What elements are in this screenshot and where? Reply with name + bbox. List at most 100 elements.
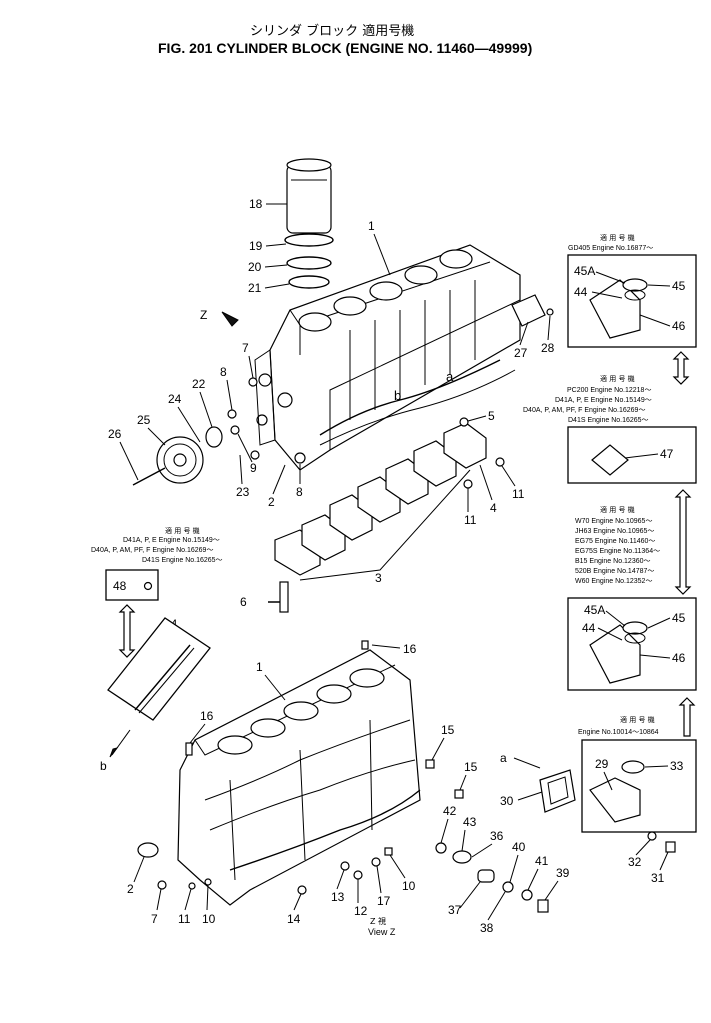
callout-19: 19 bbox=[249, 239, 263, 253]
callout-43: 43 bbox=[463, 815, 477, 829]
callout-30: 30 bbox=[500, 794, 514, 808]
view-z-english: View Z bbox=[368, 927, 396, 937]
title-english: FIG. 201 CYLINDER BLOCK (ENGINE NO. 1146… bbox=[158, 40, 532, 56]
rb2-row-4: D41S Engine No.16265～ bbox=[568, 417, 649, 424]
callout-21: 21 bbox=[248, 281, 262, 295]
callout-10-lower-b: 10 bbox=[402, 879, 416, 893]
left-box-row-3: D41S Engine No.16265～ bbox=[142, 557, 223, 564]
callout-18: 18 bbox=[249, 197, 263, 211]
callout-36: 36 bbox=[490, 829, 504, 843]
callout-7-lower: 7 bbox=[151, 912, 158, 926]
callout-1-lower: 1 bbox=[256, 660, 263, 674]
callout-12: 12 bbox=[354, 904, 368, 918]
callout-2-lower: 2 bbox=[127, 882, 134, 896]
callout-11-lower: 11 bbox=[178, 912, 191, 926]
rb2-heading: 適 用 号 機 bbox=[600, 374, 635, 383]
rb1-part-45: 45 bbox=[672, 279, 686, 293]
callout-11-upper-b: 11 bbox=[464, 513, 477, 527]
rb1-part-45a: 45A bbox=[574, 264, 595, 278]
callout-38: 38 bbox=[480, 921, 494, 935]
callout-8-upper-b: 8 bbox=[296, 485, 303, 499]
rb3-row-1: W70 Engine No.10965～ bbox=[575, 518, 652, 525]
callout-37: 37 bbox=[448, 903, 462, 917]
callout-23: 23 bbox=[236, 485, 250, 499]
right-box-2: 適 用 号 機 PC200 Engine No.12218～ D41A, P, … bbox=[523, 374, 697, 484]
rb3-part-45: 45 bbox=[672, 611, 686, 625]
rb3-row-5: B15 Engine No.12360～ bbox=[575, 558, 651, 565]
callout-16-lower-a: 16 bbox=[403, 642, 417, 656]
ref-a-lower: a bbox=[500, 751, 507, 765]
rb2-row-2: D41A, P, E Engine No.15149～ bbox=[555, 397, 652, 404]
upper-cylinder-block bbox=[132, 158, 554, 613]
rb4-part-32: 32 bbox=[628, 855, 642, 869]
right-box-4: 適 用 号 機 Engine No.10014～10864 29 33 32 3… bbox=[578, 715, 697, 885]
callout-6: 6 bbox=[240, 595, 247, 609]
rb3-heading: 適 用 号 機 bbox=[600, 505, 635, 514]
callout-13: 13 bbox=[331, 890, 345, 904]
rb4-part-31: 31 bbox=[651, 871, 665, 885]
left-box-row-1: D41A, P, E Engine No.15149～ bbox=[123, 537, 220, 544]
callout-48: 48 bbox=[113, 579, 127, 593]
callout-8-upper-a: 8 bbox=[220, 365, 227, 379]
rb3-row-3: EG75 Engine No.11460～ bbox=[575, 538, 655, 545]
rb4-heading: 適 用 号 機 bbox=[620, 715, 655, 724]
rb3-row-2: JH63 Engine No.10965～ bbox=[575, 528, 654, 535]
callout-39: 39 bbox=[556, 866, 570, 880]
callout-16-lower-b: 16 bbox=[200, 709, 214, 723]
rb3-part-46: 46 bbox=[672, 651, 686, 665]
rb1-part-44: 44 bbox=[574, 285, 588, 299]
rb3-part-44: 44 bbox=[582, 621, 596, 635]
callout-2-upper: 2 bbox=[268, 495, 275, 509]
callout-7-upper: 7 bbox=[242, 341, 249, 355]
view-z-japanese: Z 視 bbox=[370, 917, 386, 926]
callout-4: 4 bbox=[490, 501, 497, 515]
rb4-part-29: 29 bbox=[595, 757, 609, 771]
callout-1-upper: 1 bbox=[368, 219, 375, 233]
title-japanese: シリンダ ブロック 適用号機 bbox=[250, 23, 414, 39]
callout-42: 42 bbox=[443, 804, 457, 818]
rb3-row-4: EG75S Engine No.11364～ bbox=[575, 548, 660, 555]
callout-25: 25 bbox=[137, 413, 151, 427]
left-rod-detail bbox=[107, 617, 211, 758]
ref-b-upper: b bbox=[394, 388, 401, 403]
callout-15-b: 15 bbox=[464, 760, 478, 774]
callout-5: 5 bbox=[488, 409, 495, 423]
callout-9: 9 bbox=[250, 461, 257, 475]
rb3-row-7: W60 Engine No.12352～ bbox=[575, 578, 652, 585]
right-box-1: 適 用 号 機 GD405 Engine No.16877～ 45A 44 45… bbox=[567, 233, 697, 348]
ref-b-lower: b bbox=[100, 759, 107, 773]
left-box-row-2: D40A, P, AM, PF, F Engine No.16269～ bbox=[91, 547, 213, 554]
callout-41: 41 bbox=[535, 854, 549, 868]
callout-10-lower-a: 10 bbox=[202, 912, 216, 926]
rb1-heading: 適 用 号 機 bbox=[600, 233, 635, 242]
callout-14: 14 bbox=[287, 912, 301, 926]
callout-28: 28 bbox=[541, 341, 555, 355]
ref-a-upper: a bbox=[446, 369, 454, 384]
rb4-row-1: Engine No.10014～10864 bbox=[578, 729, 659, 736]
callout-22: 22 bbox=[192, 377, 206, 391]
rb3-row-6: 520B Engine No.14787～ bbox=[575, 568, 654, 575]
upper-callout-labels: 18 19 20 21 1 27 28 7 8 22 24 25 26 9 23… bbox=[108, 197, 555, 609]
callout-40: 40 bbox=[512, 840, 526, 854]
left-box-heading: 適 用 号 機 bbox=[165, 526, 200, 535]
callout-27: 27 bbox=[514, 346, 528, 360]
lower-cylinder-block bbox=[137, 640, 576, 913]
callout-11-upper-a: 11 bbox=[512, 487, 525, 501]
right-box-3: 適 用 号 機 W70 Engine No.10965～ JH63 Engine… bbox=[567, 505, 697, 691]
rb4-part-33: 33 bbox=[670, 759, 684, 773]
rb3-part-45a: 45A bbox=[584, 603, 605, 617]
rb2-row-1: PC200 Engine No.12218～ bbox=[567, 387, 651, 394]
rb2-part-47: 47 bbox=[660, 447, 674, 461]
callout-3: 3 bbox=[375, 571, 382, 585]
view-z-marker: Z bbox=[200, 308, 207, 322]
callout-20: 20 bbox=[248, 260, 262, 274]
rb1-part-46: 46 bbox=[672, 319, 686, 333]
left-applicability-box: 適 用 号 機 D41A, P, E Engine No.15149～ D40A… bbox=[91, 526, 223, 658]
callout-26: 26 bbox=[108, 427, 122, 441]
callout-15-a: 15 bbox=[441, 723, 455, 737]
callout-17: 17 bbox=[377, 894, 391, 908]
callout-24: 24 bbox=[168, 392, 182, 406]
rb2-row-3: D40A, P, AM, PF, F Engine No.16269～ bbox=[523, 407, 645, 414]
rb1-row-1: GD405 Engine No.16877～ bbox=[568, 245, 653, 252]
